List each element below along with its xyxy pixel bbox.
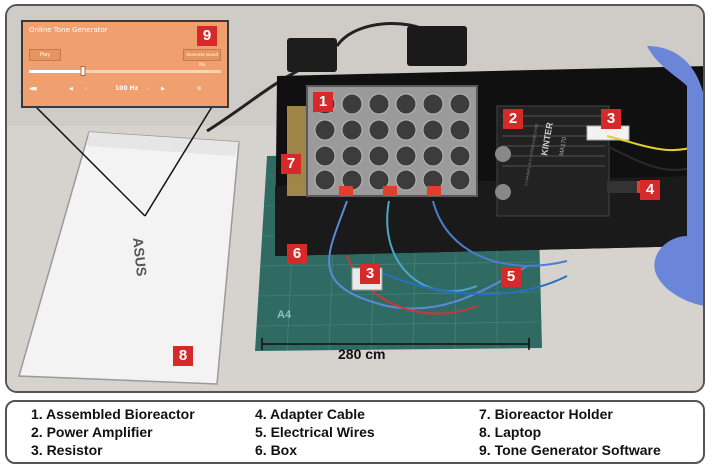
legend-item: 8. Laptop (479, 424, 542, 440)
tone-generator-screen: Online Tone Generator Play Generate soun… (21, 20, 229, 108)
legend: 1. Assembled Bioreactor 2. Power Amplifi… (5, 400, 705, 464)
marker-6: 6 (287, 244, 307, 264)
controls-bar: ◀◼ ◀ ‹ 100 Hz › ▶ ⚙ (29, 85, 221, 96)
legend-item: 9. Tone Generator Software (479, 442, 661, 458)
legend-item: 2. Power Amplifier (31, 424, 153, 440)
legend-column-1: 1. Assembled Bioreactor 2. Power Amplifi… (31, 405, 195, 459)
glove (647, 46, 703, 306)
screen-title: Online Tone Generator (29, 26, 108, 34)
settings-icon[interactable]: ⚙ (197, 86, 202, 92)
play-button[interactable]: Play (29, 49, 61, 61)
legend-item: 3. Resistor (31, 442, 103, 458)
legend-item: 5. Electrical Wires (255, 424, 375, 440)
octave-down-icon[interactable]: ◀ (69, 86, 73, 92)
legend-item: 6. Box (255, 442, 298, 458)
mat-label: A4 (277, 309, 292, 321)
marker-2: 2 (503, 109, 523, 129)
amplifier-model: MA170 (559, 136, 568, 156)
legend-item: 4. Adapter Cable (255, 406, 365, 422)
scale-label: 280 cm (338, 346, 386, 362)
octave-up-icon[interactable]: ▶ (161, 86, 165, 92)
frequency-slider[interactable] (29, 66, 221, 76)
marker-4: 4 (640, 180, 660, 200)
marker-3-resistor: 3 (360, 264, 380, 284)
marker-9: 9 (197, 26, 217, 46)
slider-thumb[interactable] (80, 66, 86, 76)
laptop-logo: ASUS (130, 237, 150, 277)
slider-fill (29, 70, 83, 73)
step-down-icon[interactable]: ‹ (85, 86, 87, 92)
marker-3: 3 (601, 109, 621, 129)
legend-item: 1. Assembled Bioreactor (31, 406, 195, 422)
legend-column-2: 4. Adapter Cable 5. Electrical Wires 6. … (255, 405, 375, 459)
legend-column-3: 7. Bioreactor Holder 8. Laptop 9. Tone G… (479, 405, 661, 459)
marker-1: 1 (313, 92, 333, 112)
step-up-icon[interactable]: › (147, 86, 149, 92)
volume-icon[interactable]: ◀◼ (29, 86, 37, 92)
legend-item: 7. Bioreactor Holder (479, 406, 613, 422)
photo: A4 ASUS KINTER (5, 4, 705, 393)
marker-8: 8 (173, 346, 193, 366)
generate-button[interactable]: Generate sound file (183, 49, 221, 67)
scale-bar (261, 338, 530, 350)
frequency-readout: 100 Hz (115, 85, 139, 92)
marker-7: 7 (281, 154, 301, 174)
marker-5: 5 (501, 267, 521, 287)
